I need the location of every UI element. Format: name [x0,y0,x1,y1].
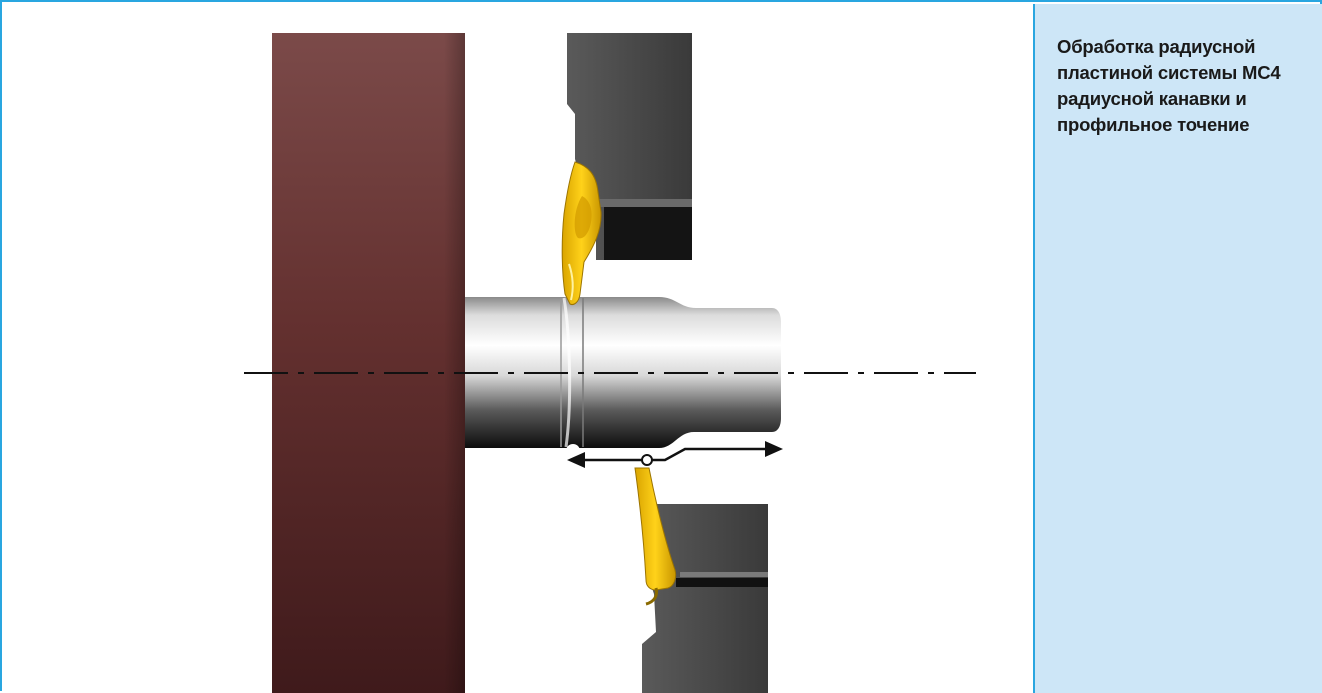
chuck [272,33,465,693]
caption-line: Обработка радиусной [1057,36,1256,57]
machining-illustration [244,33,976,693]
workpiece [465,297,781,458]
upper-tool [561,33,692,305]
caption-panel: Обработка радиусной пластиной системы MC… [1033,4,1322,693]
caption-line: радиусной канавки и [1057,88,1247,109]
caption-text: Обработка радиусной пластиной системы MC… [1057,34,1307,138]
lower-tool [634,467,768,693]
motion-arrow [567,441,783,468]
caption-line: пластиной системы MC4 [1057,62,1281,83]
caption-line: профильное точение [1057,114,1250,135]
